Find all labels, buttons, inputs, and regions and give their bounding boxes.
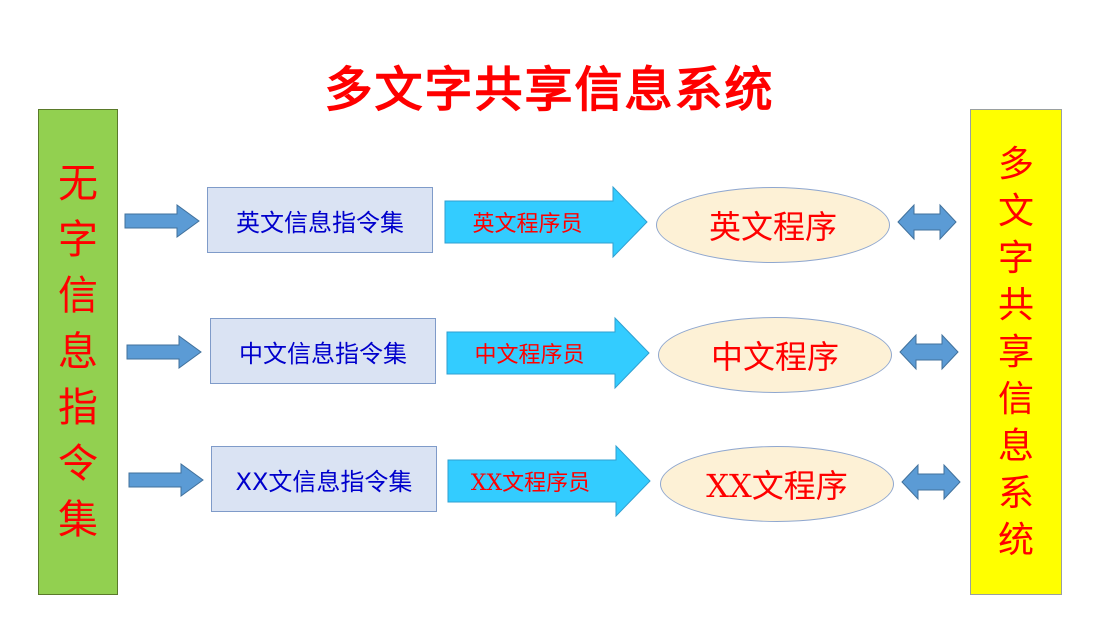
input-arrow-1 xyxy=(124,204,200,238)
programmer-arrow-shape-2 xyxy=(446,316,650,390)
instruction-set-box-3: XX文信息指令集 xyxy=(211,446,437,512)
program-ellipse-3: XX文程序 xyxy=(660,446,894,522)
programmer-arrow-shape-1 xyxy=(444,185,648,259)
right-bar-shared-system: 多文字共享信息系统 xyxy=(970,109,1062,595)
right-bar-label: 多文字共享信息系统 xyxy=(998,143,1035,561)
programmer-arrow-1: 英文程序员 xyxy=(444,185,648,259)
program-ellipse-2: 中文程序 xyxy=(658,317,892,393)
programmer-label-3: XX文程序员 xyxy=(470,471,591,496)
instruction-set-box-2: 中文信息指令集 xyxy=(210,318,436,384)
double-arrow-2 xyxy=(899,333,959,371)
programmer-label-1: 英文程序员 xyxy=(472,212,583,237)
program-ellipse-1: 英文程序 xyxy=(656,187,890,263)
instruction-set-box-1: 英文信息指令集 xyxy=(207,187,433,253)
double-arrow-3 xyxy=(901,463,961,501)
left-bar-no-text-instruction-set: 无字信息指令集 xyxy=(38,109,118,595)
programmer-arrow-2: 中文程序员 xyxy=(446,316,650,390)
input-arrow-3 xyxy=(128,463,204,497)
programmer-arrow-shape-3 xyxy=(447,444,651,518)
programmer-arrow-3: XX文程序员 xyxy=(447,444,651,518)
diagram-title: 多文字共享信息系统 xyxy=(324,62,775,118)
input-arrow-2 xyxy=(126,335,202,369)
double-arrow-1 xyxy=(897,203,957,241)
programmer-label-2: 中文程序员 xyxy=(474,343,585,368)
left-bar-label: 无字信息指令集 xyxy=(58,161,98,543)
